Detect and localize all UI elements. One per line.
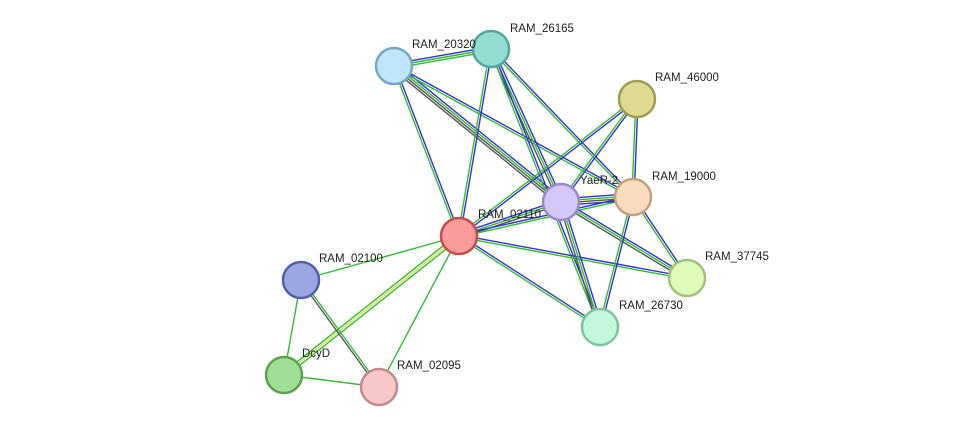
edge-evidence-line <box>284 237 461 378</box>
edge-RAM_02110-RAM_02095[interactable] <box>378 235 460 388</box>
node-RAM_02100[interactable] <box>281 260 321 300</box>
edge-evidence-line <box>559 97 637 202</box>
edge-evidence-line <box>458 236 687 280</box>
edge-RAM_26165-RAM_02110[interactable] <box>457 48 493 237</box>
edge-evidence-line <box>300 235 460 281</box>
node-layer <box>264 29 707 407</box>
node-label-RAM_46000: RAM_46000 <box>655 72 719 84</box>
edge-RAM_02110-RAM_26730[interactable] <box>458 234 601 329</box>
edge-evidence-line <box>457 97 637 236</box>
edge-evidence-line <box>394 65 461 236</box>
node-RAM_02110[interactable] <box>439 216 479 256</box>
node-label-RAM_20320: RAM_20320 <box>412 39 476 51</box>
edge-evidence-line <box>283 235 460 376</box>
edge-RAM_46000-YaeR-2[interactable] <box>559 97 639 204</box>
node-RAM_26165[interactable] <box>471 29 511 69</box>
node-label-DcyD: DcyD <box>302 348 330 360</box>
edge-evidence-line <box>394 64 634 197</box>
edge-evidence-line <box>598 196 633 327</box>
edge-RAM_46000-RAM_02110[interactable] <box>457 97 639 238</box>
edge-RAM_02100-RAM_02095[interactable] <box>299 278 381 389</box>
edge-evidence-line <box>459 197 634 238</box>
edge-evidence-line <box>282 233 459 374</box>
node-label-YaeR-2: YaeR-2 <box>580 175 618 187</box>
edge-layer <box>282 46 689 389</box>
edge-evidence-line <box>600 197 635 328</box>
edge-evidence-line <box>459 234 688 278</box>
edge-evidence-line <box>560 201 601 328</box>
node-label-RAM_37745: RAM_37745 <box>705 251 769 263</box>
edge-evidence-line <box>378 235 460 388</box>
edge-evidence-line <box>560 201 688 279</box>
node-label-RAM_26730: RAM_26730 <box>619 300 683 312</box>
edge-evidence-line <box>489 49 633 199</box>
node-YaeR-2[interactable] <box>541 182 581 222</box>
edge-RAM_02110-RAM_37745[interactable] <box>458 234 688 280</box>
edge-evidence-line <box>458 236 600 329</box>
edge-RAM_20320-RAM_19000[interactable] <box>393 64 634 199</box>
node-RAM_26730[interactable] <box>580 307 620 347</box>
edge-RAM_02110-DcyD[interactable] <box>282 233 461 378</box>
edge-RAM_02110-RAM_02100[interactable] <box>300 235 460 281</box>
edge-evidence-line <box>561 199 689 277</box>
node-RAM_20320[interactable] <box>374 46 414 86</box>
node-label-RAM_26165: RAM_26165 <box>510 23 574 35</box>
node-RAM_37745[interactable] <box>667 258 707 298</box>
edge-evidence-line <box>459 99 639 238</box>
node-RAM_19000[interactable] <box>613 177 653 217</box>
edge-evidence-line <box>489 49 600 328</box>
edge-evidence-line <box>558 202 599 328</box>
edge-evidence-line <box>301 278 381 387</box>
edge-RAM_19000-RAM_26730[interactable] <box>598 196 635 328</box>
node-DcyD[interactable] <box>264 355 304 395</box>
node-RAM_02095[interactable] <box>359 367 399 407</box>
edge-RAM_20320-RAM_02110[interactable] <box>392 65 461 237</box>
edge-evidence-line <box>492 47 564 202</box>
edge-evidence-line <box>457 48 491 236</box>
edge-evidence-line <box>561 99 639 204</box>
edge-YaeR-2-RAM_26730[interactable] <box>558 201 603 328</box>
edge-evidence-line <box>562 201 603 327</box>
edge-evidence-line <box>392 66 459 237</box>
edge-evidence-line <box>459 234 601 327</box>
node-label-RAM_02110: RAM_02110 <box>478 209 541 221</box>
node-label-RAM_02100: RAM_02100 <box>319 253 383 265</box>
node-label-RAM_19000: RAM_19000 <box>652 171 716 183</box>
edge-evidence-line <box>393 66 633 199</box>
edge-RAM_26165-RAM_19000[interactable] <box>489 47 635 199</box>
node-RAM_46000[interactable] <box>617 79 657 119</box>
edge-evidence-line <box>395 62 564 200</box>
edge-evidence-line <box>491 47 635 197</box>
edge-evidence-line <box>459 49 493 237</box>
edge-evidence-line <box>299 280 379 389</box>
node-label-RAM_02095: RAM_02095 <box>397 360 461 372</box>
